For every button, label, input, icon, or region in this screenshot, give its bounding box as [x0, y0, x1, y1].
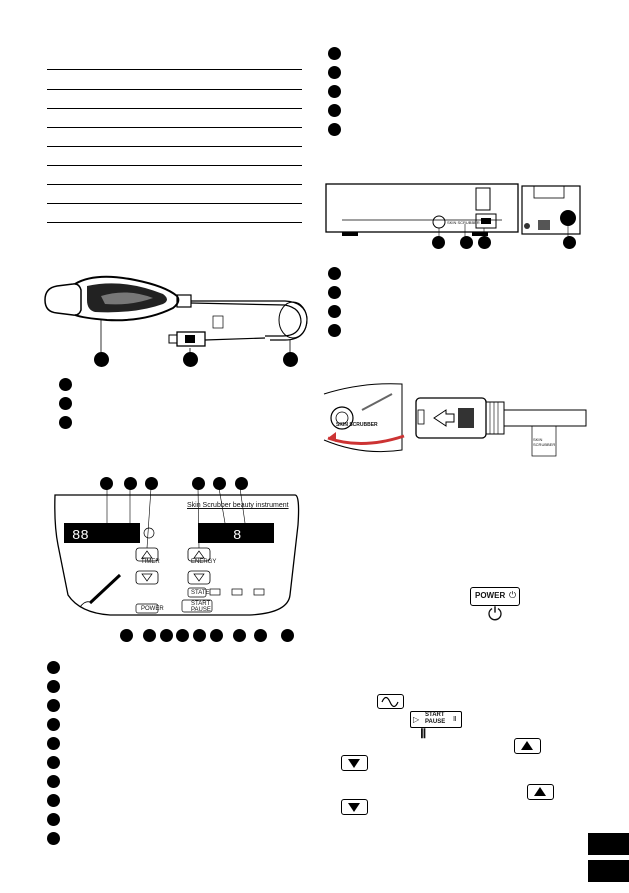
callout-marker — [183, 352, 198, 367]
start-text: START — [425, 712, 445, 718]
list-bullet — [47, 832, 60, 845]
callout-marker — [193, 629, 206, 642]
language-tab — [588, 833, 629, 855]
callout-marker — [192, 477, 205, 490]
list-bullet — [47, 813, 60, 826]
callout-marker — [283, 352, 298, 367]
table-rule — [47, 127, 302, 128]
start-label: START — [191, 601, 211, 607]
connector-illustration — [323, 383, 587, 457]
callout-marker — [210, 629, 223, 642]
timer-label: TIMER — [141, 559, 160, 565]
down-button[interactable] — [341, 799, 368, 815]
callout-marker — [100, 477, 113, 490]
wave-button[interactable] — [377, 694, 404, 709]
list-bullet — [47, 718, 60, 731]
callout-marker — [233, 629, 246, 642]
list-bullet — [328, 305, 341, 318]
callout-marker — [460, 236, 473, 249]
list-bullet — [328, 104, 341, 117]
power-symbol-icon: ⏻ — [487, 604, 503, 624]
up-arrow-icon — [521, 741, 533, 750]
power-button-label: POWER — [475, 591, 506, 600]
language-tab — [588, 860, 629, 882]
list-bullet — [47, 680, 60, 693]
table-rule — [47, 146, 302, 147]
list-bullet — [328, 324, 341, 337]
list-bullet — [328, 286, 341, 299]
list-bullet — [47, 756, 60, 769]
list-bullet — [59, 378, 72, 391]
table-rule — [47, 203, 302, 204]
down-arrow-icon — [348, 759, 360, 768]
list-bullet — [328, 123, 341, 136]
list-bullet — [47, 699, 60, 712]
list-bullet — [47, 661, 60, 674]
svg-text:8: 8 — [233, 528, 241, 544]
up-button[interactable] — [527, 784, 554, 800]
rear-panel-illustration — [325, 183, 581, 240]
pause-label: PAUSE — [191, 607, 211, 613]
callout-marker — [254, 629, 267, 642]
list-bullet — [328, 47, 341, 60]
panel-brand-line: Skin Scrubber beauty instrument — [187, 502, 289, 509]
callout-marker — [124, 477, 137, 490]
callout-marker — [478, 236, 491, 249]
table-rule — [47, 69, 302, 70]
down-arrow-icon — [348, 803, 360, 812]
table-rule — [47, 222, 302, 223]
callout-marker — [213, 477, 226, 490]
list-bullet — [47, 737, 60, 750]
power-small-icon: ⏻ — [509, 590, 517, 600]
pause-icon: Ⅱ — [420, 726, 427, 741]
list-bullet — [328, 267, 341, 280]
table-rule — [47, 108, 302, 109]
start-pause-button[interactable]: ▷ START PAUSE Ⅱ — [410, 711, 462, 728]
pause-small-icon: Ⅱ — [453, 716, 457, 723]
callout-marker — [94, 352, 109, 367]
pause-text: PAUSE — [425, 719, 446, 725]
control-panel-illustration: 88 8 — [54, 487, 300, 616]
callout-marker — [281, 629, 294, 642]
up-button[interactable] — [514, 738, 541, 754]
cable-label: SKIN SCRUBBER — [533, 437, 556, 447]
energy-label: ENERGY — [191, 559, 217, 565]
callout-marker — [235, 477, 248, 490]
up-arrow-icon — [534, 787, 546, 796]
list-bullet — [47, 794, 60, 807]
rear-panel-label: SKIN SCRUBBER — [447, 220, 480, 225]
callout-marker — [563, 236, 576, 249]
sine-wave-icon — [381, 696, 399, 708]
connector-label: SKIN SCRUBBER — [336, 422, 378, 428]
callout-marker — [176, 629, 189, 642]
table-rule — [47, 184, 302, 185]
state-label: STATE — [191, 590, 210, 596]
list-bullet — [59, 416, 72, 429]
play-icon: ▷ — [413, 715, 420, 724]
table-rule — [47, 165, 302, 166]
list-bullet — [47, 775, 60, 788]
power-button[interactable]: POWER ⏻ — [470, 587, 520, 606]
list-bullet — [328, 66, 341, 79]
callout-marker — [432, 236, 445, 249]
table-rule — [47, 89, 302, 90]
list-bullet — [328, 85, 341, 98]
callout-marker — [120, 629, 133, 642]
callout-marker — [143, 629, 156, 642]
callout-marker — [160, 629, 173, 642]
down-button[interactable] — [341, 755, 368, 771]
list-bullet — [59, 397, 72, 410]
svg-text:88: 88 — [72, 528, 89, 544]
callout-marker — [145, 477, 158, 490]
power-label: POWER — [141, 606, 164, 612]
handpiece-illustration — [44, 275, 308, 354]
